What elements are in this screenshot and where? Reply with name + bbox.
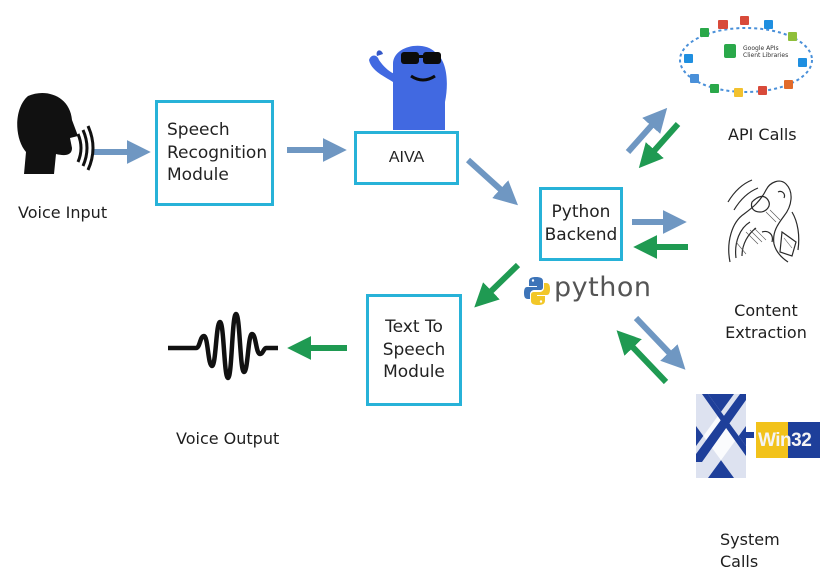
waveform-icon [168, 311, 278, 381]
python-backend-label: Python Backend [544, 202, 618, 245]
speech-recognition-label: Speech Recognition Module [167, 119, 268, 186]
text-to-speech-label: Text To Speech Module [382, 316, 446, 383]
speaking-head-icon [17, 93, 95, 174]
speech-recognition-module: Speech Recognition Module [155, 100, 274, 206]
xwin32-logo-icon [696, 394, 820, 478]
python-backend-module: Python Backend [539, 187, 623, 261]
python-logo-text: python [554, 272, 652, 303]
xwin32-logo-text: Win32 [758, 430, 812, 451]
arrow-system-to-backend [616, 330, 669, 385]
blue-mascot-icon [369, 45, 447, 130]
arrow-api-to-backend [638, 122, 681, 169]
python-logo-icon [524, 277, 550, 305]
text-to-speech-module: Text To Speech Module [366, 294, 462, 406]
arrow-aiva-to-backend [465, 157, 519, 206]
content-extraction-label: Content Extraction [725, 301, 807, 342]
voice-input-label: Voice Input [18, 203, 108, 222]
google-apis-ring-icon [679, 16, 813, 97]
google-apis-caption: Google APIs Client Libraries [743, 45, 789, 59]
connector-arrows [92, 107, 688, 385]
aiva-module: AIVA [354, 131, 459, 185]
voice-output-label: Voice Output [176, 429, 280, 448]
system-calls-label: System Calls [720, 530, 780, 571]
arrow-backend-to-system [633, 315, 686, 370]
api-calls-label: API Calls [728, 125, 797, 144]
aiva-label: AIVA [388, 149, 425, 167]
engraving-illustration-icon [727, 179, 800, 263]
arrow-backend-to-api [625, 107, 668, 154]
arrow-backend-to-tts [474, 262, 521, 308]
